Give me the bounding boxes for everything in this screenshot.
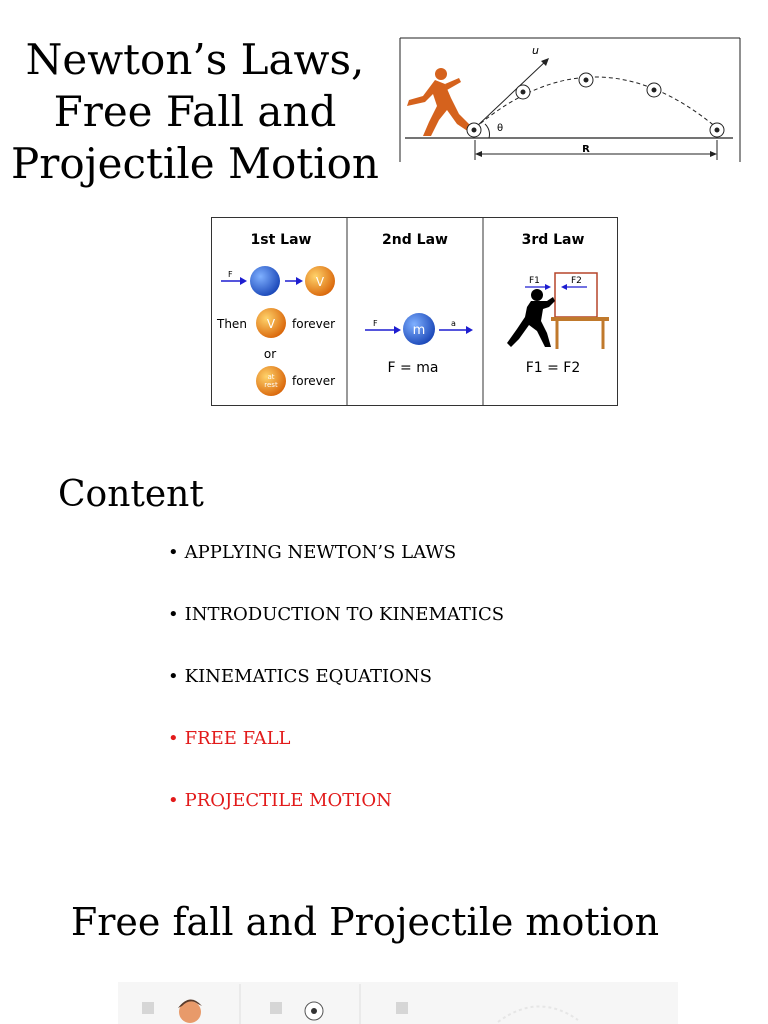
- second-law-accel-arrowhead: [466, 326, 473, 334]
- newtons-laws-diagram: 1st Law F V Then V forever or at rest fo…: [211, 217, 618, 406]
- second-law-accel-label: a: [451, 319, 456, 328]
- thumbnail-3-icon: [396, 1002, 408, 1014]
- first-law-then-ball-v: V: [267, 317, 276, 331]
- content-item-projectile-motion: •PROJECTILE MOTION: [168, 788, 504, 850]
- range-label: R: [582, 144, 590, 155]
- third-law-table-top: [551, 317, 609, 321]
- thumbnail-2-icon: [270, 1002, 282, 1014]
- third-law-equation: F1 = F2: [526, 360, 581, 376]
- content-list: •APPLYING NEWTON’S LAWS •INTRODUCTION TO…: [168, 540, 504, 850]
- third-law-f1-label: F1: [529, 276, 540, 286]
- trajectory-path: [474, 76, 718, 129]
- third-law-f2-label: F2: [571, 276, 582, 286]
- first-law-heading: 1st Law: [251, 232, 312, 248]
- soccer-ball-icon: [304, 1001, 324, 1021]
- bullet: •: [168, 790, 179, 811]
- content-item-kinematics-equations: •KINEMATICS EQUATIONS: [168, 664, 504, 726]
- content-item-label: PROJECTILE MOTION: [184, 790, 392, 811]
- person-avatar-icon: [178, 999, 202, 1023]
- second-law-force-arrowhead: [394, 326, 401, 334]
- pushing-person-icon: [507, 289, 555, 347]
- first-law-or: or: [264, 347, 276, 361]
- ball-1-icon: [466, 122, 482, 138]
- ball-2-icon: [515, 84, 531, 100]
- ball-5-icon: [709, 122, 725, 138]
- thumbnail-1-icon: [142, 1002, 154, 1014]
- title-line-3: Projectile Motion: [11, 139, 379, 188]
- first-law-motion-arrowhead: [296, 277, 303, 285]
- velocity-label: u: [532, 44, 539, 57]
- ball-3-icon: [578, 72, 594, 88]
- first-law-rest-ball-line-1: at: [267, 373, 274, 381]
- second-law-equation: F = ma: [388, 360, 439, 376]
- second-law-force-label: F: [373, 319, 378, 328]
- ball-4-icon: [646, 82, 662, 98]
- bullet: •: [168, 728, 179, 749]
- thumbnail-strip: [118, 982, 678, 1024]
- third-law-f1-arrowhead: [545, 284, 551, 290]
- thumbnail-3-trajectory: [497, 1005, 579, 1023]
- content-item-label: FREE FALL: [184, 728, 291, 749]
- velocity-arrowhead: [541, 58, 549, 66]
- range-arrow-right: [710, 151, 717, 157]
- second-law-heading: 2nd Law: [382, 232, 448, 248]
- content-heading: Content: [58, 474, 204, 515]
- range-arrow-left: [475, 151, 482, 157]
- bullet: •: [168, 542, 179, 563]
- first-law-then: Then: [216, 317, 247, 331]
- bullet: •: [168, 604, 179, 625]
- angle-label: θ: [497, 123, 503, 134]
- velocity-arrow: [474, 59, 548, 129]
- first-law-ball-v-label: V: [316, 275, 325, 289]
- content-item-label: KINEMATICS EQUATIONS: [184, 666, 432, 687]
- bullet: •: [168, 666, 179, 687]
- third-law-box-icon: [554, 272, 598, 318]
- first-law-rest-ball-icon: [256, 366, 286, 396]
- first-law-moving-ball-icon: [305, 266, 335, 296]
- angle-arc: [484, 123, 490, 139]
- first-law-then-ball-icon: [256, 308, 286, 338]
- projectile-diagram: u θ R: [399, 37, 741, 162]
- first-law-forever-2: forever: [292, 374, 335, 388]
- third-law-heading: 3rd Law: [522, 232, 585, 248]
- content-item-label: APPLYING NEWTON’S LAWS: [184, 542, 457, 563]
- slide-title: Newton’s Laws, Free Fall and Projectile …: [8, 34, 382, 190]
- title-line-2: Free Fall and: [53, 87, 337, 136]
- kicker-icon: [407, 68, 473, 136]
- third-law-f2-arrowhead: [561, 284, 567, 290]
- first-law-force-label: F: [228, 270, 233, 279]
- content-item-label: INTRODUCTION TO KINEMATICS: [184, 604, 505, 625]
- first-law-forever-1: forever: [292, 317, 335, 331]
- content-item-introduction-to-kinematics: •INTRODUCTION TO KINEMATICS: [168, 602, 504, 664]
- content-item-free-fall: •FREE FALL: [168, 726, 504, 788]
- first-law-rest-ball-line-2: rest: [264, 381, 278, 389]
- title-line-1: Newton’s Laws,: [25, 35, 365, 84]
- first-law-force-arrowhead: [240, 277, 247, 285]
- second-law-mass-ball-icon: [403, 313, 435, 345]
- first-law-blue-ball-icon: [250, 266, 280, 296]
- section-heading: Free fall and Projectile motion: [70, 900, 660, 944]
- second-law-mass-label: m: [413, 323, 426, 338]
- content-item-applying-newtons-laws: •APPLYING NEWTON’S LAWS: [168, 540, 504, 602]
